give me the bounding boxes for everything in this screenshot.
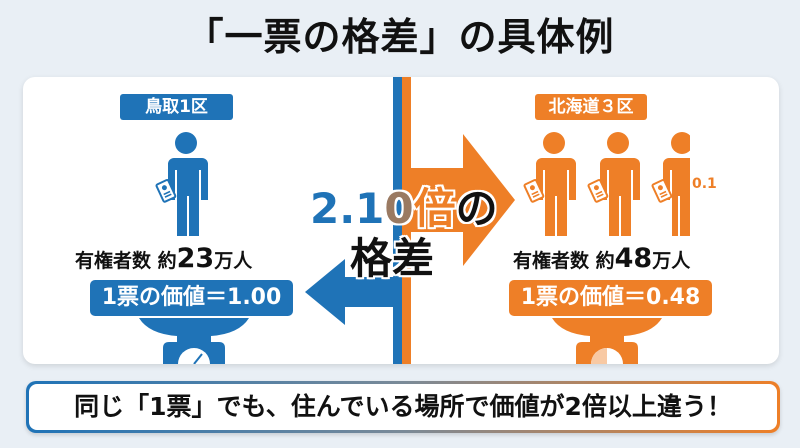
vote-value-left: 1票の価値＝1.00 <box>90 280 293 316</box>
voter-count-right: 有権者数 約48万人 <box>513 243 691 274</box>
summary-banner: 同じ「1票」でも、住んでいる場所で価値が2倍以上違う！ <box>26 381 780 433</box>
arrow-left-connector <box>387 277 395 307</box>
district-badge-right: 北海道３区 <box>535 94 647 120</box>
voter-count-left: 有権者数 約23万人 <box>75 243 253 274</box>
divider-blue <box>393 77 402 364</box>
comparison-card: 鳥取1区 有権者数 約23万人 1票の価値＝1.00 北海道３区 <box>23 77 779 364</box>
district-badge-left: 鳥取1区 <box>120 94 233 120</box>
ratio-text: 2.10倍の <box>310 184 498 233</box>
person-icon <box>587 132 640 236</box>
divider-orange <box>402 77 411 364</box>
partial-person-icon <box>651 132 690 236</box>
vote-value-right: 1票の価値＝0.48 <box>509 280 712 316</box>
page-title: 「一票の格差」の具体例 <box>185 15 615 59</box>
scale-icon-left <box>139 318 249 364</box>
fraction-label: 0.1 <box>692 176 717 192</box>
summary-text: 同じ「1票」でも、住んでいる場所で価値が2倍以上違う！ <box>29 384 777 430</box>
scale-icon-right <box>552 318 662 364</box>
arrow-left-icon <box>305 259 395 325</box>
arrow-right-icon <box>411 134 515 266</box>
person-icon <box>523 132 576 236</box>
gap-label: 格差 <box>350 234 435 283</box>
person-icon <box>155 132 208 236</box>
